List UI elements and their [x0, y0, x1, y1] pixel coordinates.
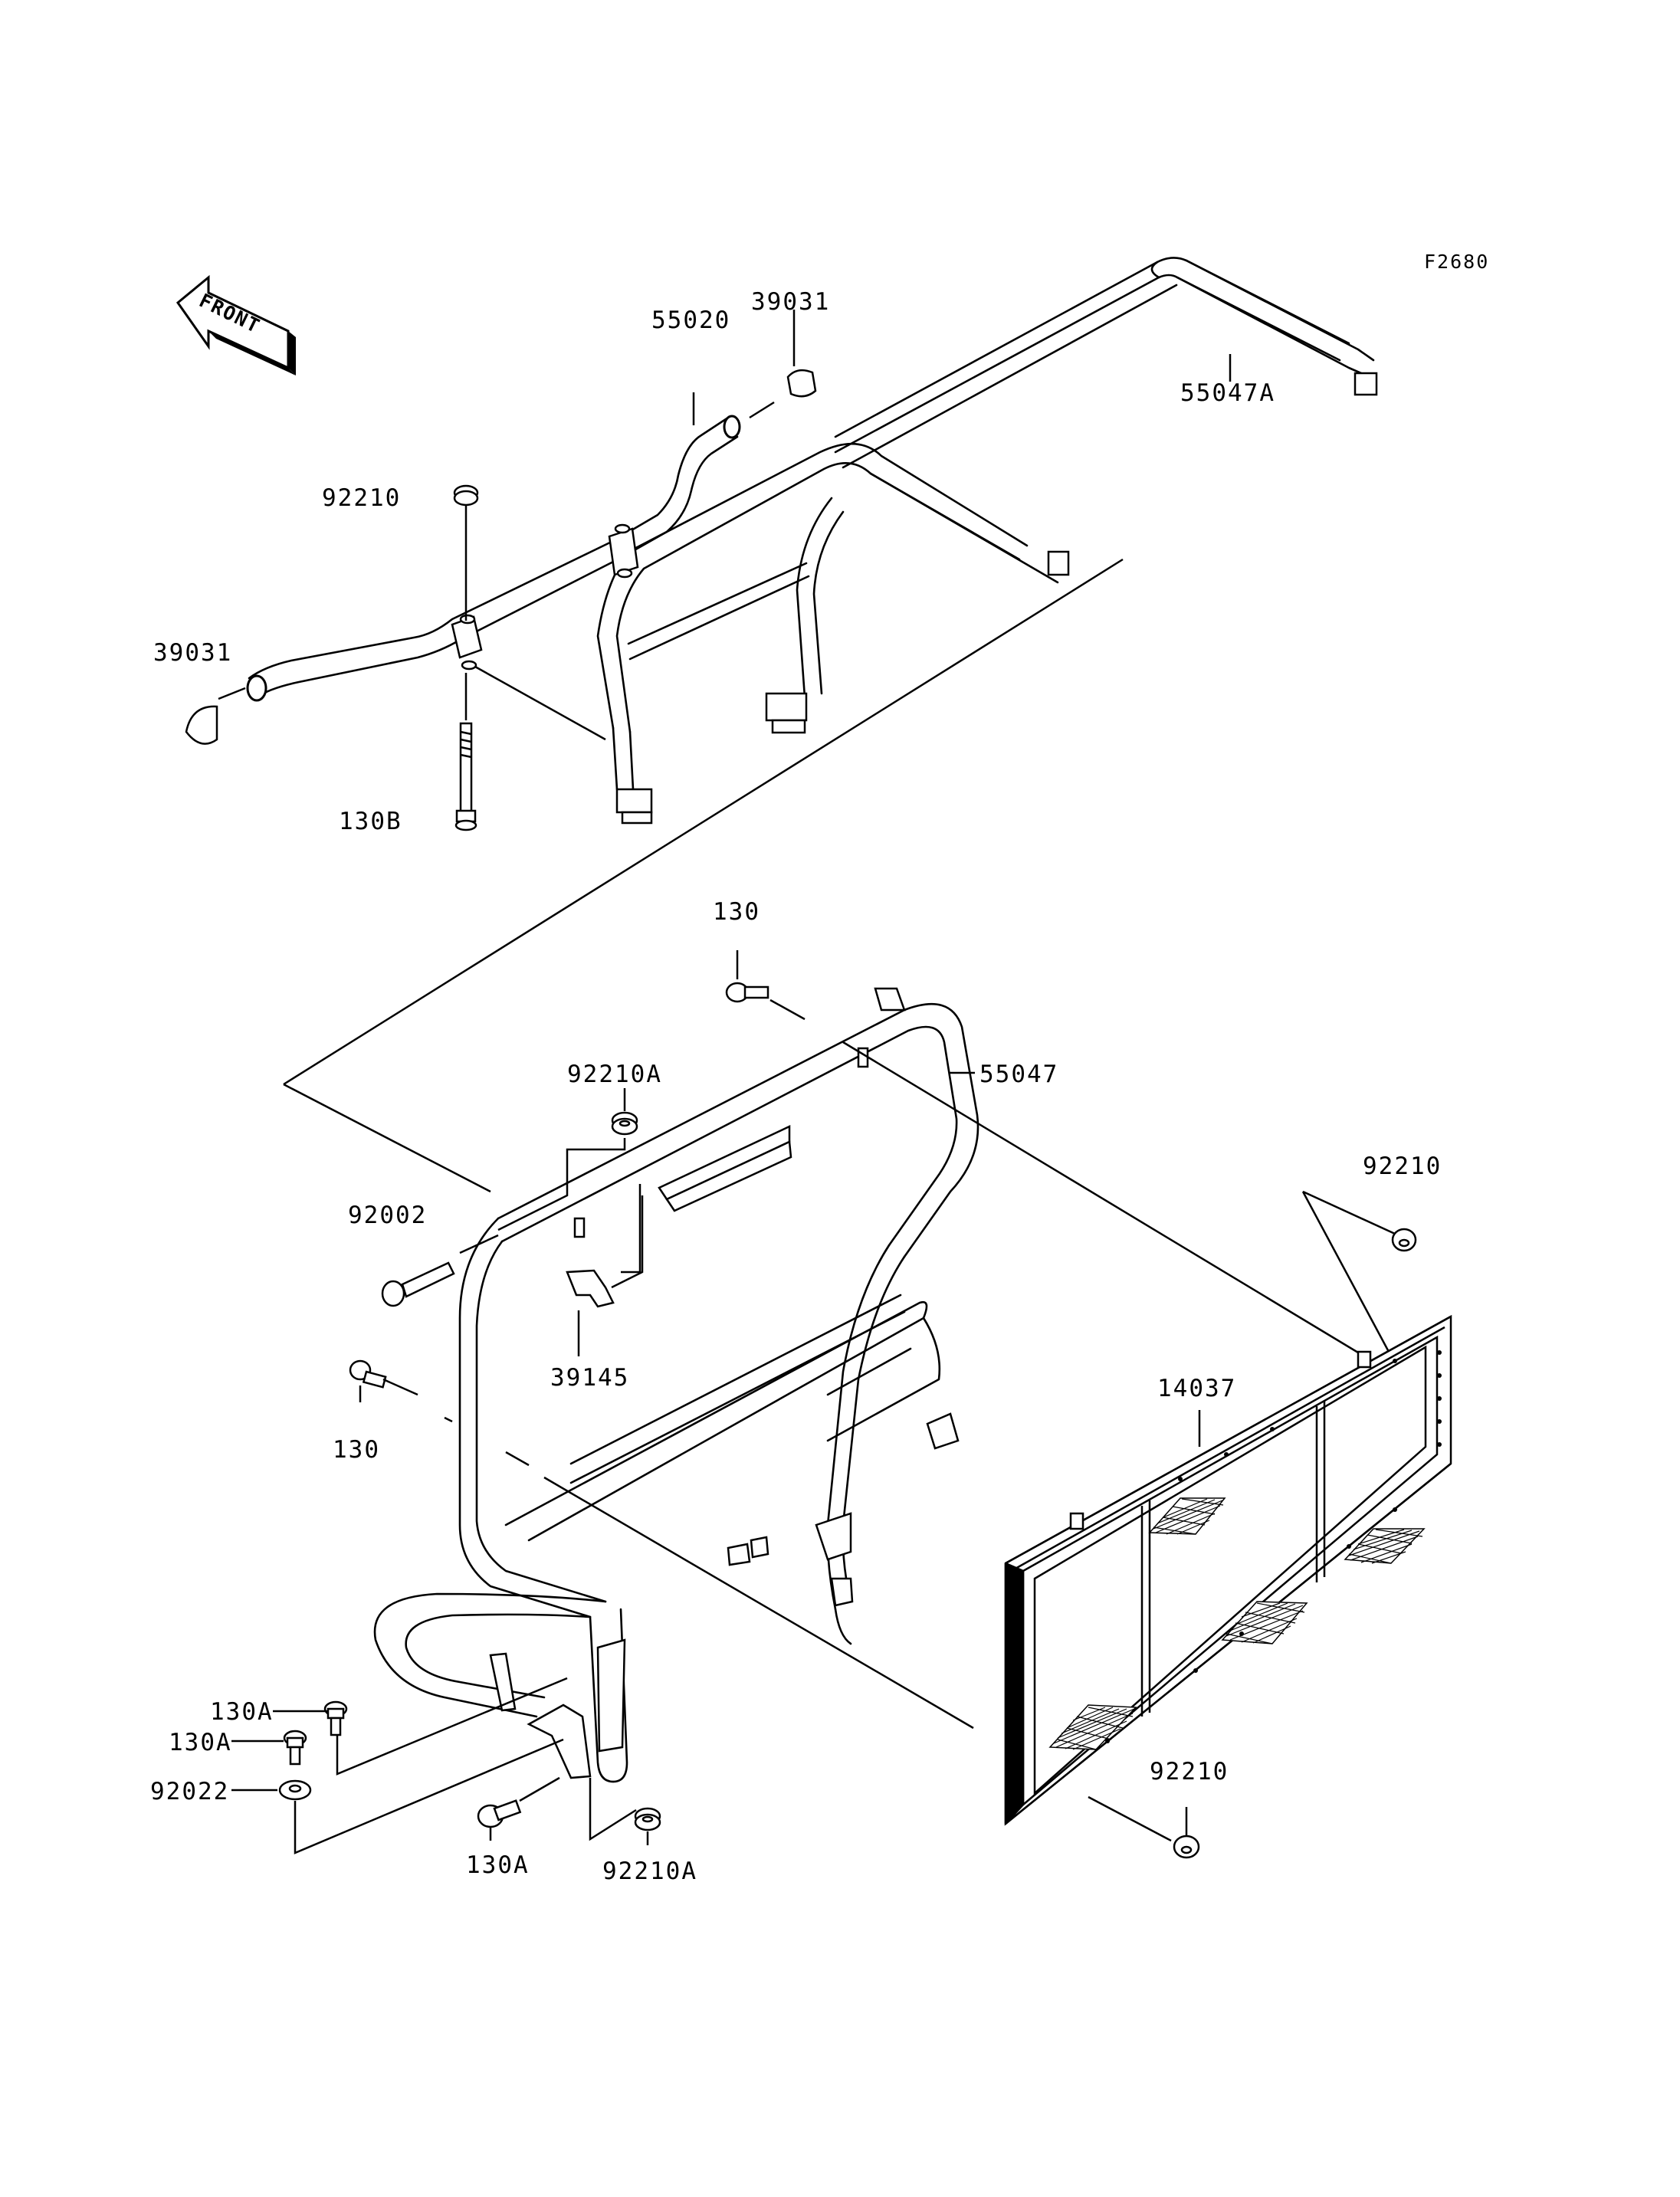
label-92022: 92022	[150, 1778, 229, 1805]
nut-92210a-bottom	[634, 1807, 661, 1831]
lower-frame-assembly	[231, 950, 1417, 1859]
tab-left	[573, 1217, 586, 1238]
bolt-130a-2	[283, 1730, 307, 1766]
label-55047: 55047	[979, 1061, 1058, 1088]
end-cap-left	[185, 705, 218, 745]
mesh-patch-4	[1344, 1528, 1426, 1564]
bolt-130a-3	[477, 1799, 522, 1828]
label-130a-3: 130A	[466, 1851, 530, 1879]
mesh-patch-1	[1048, 1704, 1137, 1750]
lower-mount-1	[727, 1543, 751, 1566]
bolt-130a-1	[323, 1700, 348, 1736]
upper-frame-assembly	[185, 257, 1378, 831]
label-92210-bottom: 92210	[1150, 1758, 1229, 1785]
bolt-92002	[381, 1261, 455, 1307]
tab-right	[857, 1047, 869, 1068]
plane-edge-lower	[283, 1083, 491, 1193]
lower-mount-2	[750, 1536, 769, 1559]
label-130-top: 130	[713, 898, 760, 926]
handle-end-left	[246, 674, 267, 702]
label-130a-1: 130A	[210, 1698, 274, 1726]
nut-92210-right	[1391, 1228, 1417, 1252]
label-92210-right: 92210	[1363, 1153, 1442, 1180]
label-39145: 39145	[550, 1364, 629, 1392]
screen-tab-2	[1357, 1350, 1372, 1369]
label-55020: 55020	[651, 307, 730, 334]
radiator-screen-14037	[1004, 1314, 1452, 1826]
label-130b: 130B	[339, 808, 402, 835]
washer-92022	[278, 1779, 312, 1801]
handle-end-right	[723, 415, 741, 439]
label-92210a-bottom: 92210A	[602, 1858, 697, 1885]
part-labels: 39031 55020 55047A 92210 39031 130B 130 …	[150, 288, 1442, 1885]
label-39031-top: 39031	[751, 288, 830, 316]
plane-edge-upper	[283, 558, 1124, 1086]
mount-plate-39145	[566, 1269, 615, 1308]
side-bracket-right	[926, 1412, 960, 1450]
rear-bracket	[1354, 372, 1378, 396]
nut-92210-bottom	[1173, 1835, 1200, 1859]
label-92210-top: 92210	[322, 484, 401, 512]
bolt-130-top	[725, 982, 769, 1003]
lower-left-plate	[596, 1638, 626, 1753]
nut-92210a-top	[611, 1111, 638, 1136]
handle-mount-right	[608, 527, 639, 576]
foot-plate-right	[815, 1512, 852, 1561]
foot-bracket-left	[615, 788, 653, 814]
label-14037: 14037	[1157, 1375, 1236, 1402]
label-55047a: 55047A	[1180, 379, 1275, 407]
nut-92210-top	[453, 484, 479, 507]
figure-code: F2680	[1424, 251, 1489, 273]
bolt-130-left	[349, 1359, 387, 1389]
label-130-left: 130	[333, 1436, 380, 1464]
screen-tab-1	[1069, 1512, 1084, 1530]
label-39031-left: 39031	[153, 639, 232, 667]
screen-rivets	[1012, 1350, 1442, 1807]
foot-bracket-right	[765, 692, 808, 722]
lower-left-tab	[489, 1652, 517, 1712]
label-92002: 92002	[348, 1202, 427, 1229]
hoop-bracket	[1047, 550, 1070, 576]
top-right-bracket	[874, 987, 906, 1012]
mesh-patch-3	[1148, 1497, 1226, 1535]
label-92210a-top: 92210A	[567, 1061, 662, 1088]
front-arrow-icon: FRONT	[176, 274, 296, 375]
end-cap-top	[786, 369, 817, 398]
bolt-130b	[454, 722, 477, 831]
label-130a-2: 130A	[169, 1729, 232, 1756]
